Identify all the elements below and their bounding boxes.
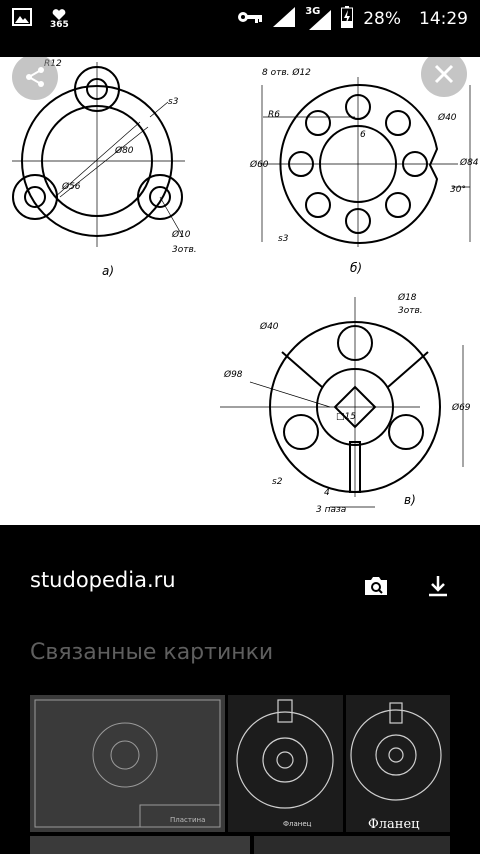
label-s2: s2: [272, 477, 283, 487]
thumb-3-caption: Фланец: [368, 817, 420, 832]
label-d80: Ø80: [114, 145, 134, 156]
related-images-heading: Связанные картинки: [30, 640, 274, 665]
label-d40-c: Ø40: [259, 321, 279, 332]
label-d60: Ø60: [249, 159, 269, 170]
download-icon: [429, 576, 447, 597]
caption-a: а): [102, 264, 114, 278]
clock: 14:29: [419, 9, 468, 29]
label-d10: Ø10: [171, 229, 191, 240]
drawing-c: [220, 297, 464, 508]
related-images-grid: Пластина Фланец Фланец: [30, 695, 450, 854]
heart-365-icon: 365: [50, 8, 69, 30]
drawing-a: [12, 62, 185, 247]
label-four: 4: [324, 488, 330, 498]
label-s3-b: s3: [278, 234, 289, 244]
label-holes-a: 3отв.: [172, 245, 197, 255]
related-thumb-1[interactable]: Пластина: [30, 695, 225, 832]
related-thumb-3[interactable]: Фланец: [346, 695, 450, 832]
key-icon: [237, 9, 263, 29]
battery-charging-icon: [341, 5, 354, 33]
label-d84: Ø84: [459, 157, 479, 168]
related-thumb-2[interactable]: Фланец: [228, 695, 343, 832]
related-thumb-4[interactable]: [30, 836, 250, 854]
label-r6: R6: [268, 110, 280, 120]
label-d56: Ø56: [61, 181, 81, 192]
badge-365: 365: [50, 19, 69, 30]
status-bar: 365 3G 28% 14:29: [0, 0, 480, 38]
signal-icon: [273, 6, 296, 32]
visual-search-button[interactable]: [360, 570, 392, 602]
gallery-icon: [12, 7, 32, 31]
related-thumb-5[interactable]: [254, 836, 450, 854]
label-d18: Ø18: [397, 292, 417, 303]
battery-percent: 28%: [363, 9, 401, 29]
thumb-1-caption: Пластина: [170, 816, 205, 824]
label-d69: Ø69: [451, 402, 471, 413]
close-button[interactable]: [421, 57, 467, 97]
caption-c: в): [404, 493, 416, 507]
share-button[interactable]: [12, 57, 58, 100]
camera-search-icon: [365, 577, 387, 595]
label-slots: 3 паза: [316, 505, 346, 515]
label-d40-b: Ø40: [437, 112, 457, 123]
thumb-2-caption: Фланец: [283, 820, 312, 828]
label-d98: Ø98: [223, 369, 243, 380]
label-angle: 30°: [450, 185, 466, 195]
download-button[interactable]: [422, 570, 454, 602]
label-s3-a: s3: [168, 97, 179, 107]
labels-b: 8 отв. Ø12 R6 Ø40 6 Ø60 Ø84 30° s3 б): [249, 67, 479, 275]
source-link[interactable]: studopedia.ru: [30, 568, 176, 592]
label-sq15: □15: [336, 412, 356, 422]
technical-drawing: R12 s3 Ø80 Ø56 Ø10 3отв. а): [12, 59, 479, 515]
share-icon: [26, 67, 44, 87]
drawing-b: [260, 77, 471, 247]
label-holes-c: 3отв.: [398, 306, 423, 316]
label-six: 6: [360, 130, 366, 140]
source-panel: [0, 525, 480, 685]
network-type: 3G: [305, 6, 321, 17]
caption-b: б): [350, 261, 362, 275]
labels-c: Ø18 3отв. Ø40 Ø98 □15 Ø69 s2 4 3 паза в): [223, 292, 471, 515]
close-icon: [434, 64, 454, 84]
image-viewer[interactable]: R12 s3 Ø80 Ø56 Ø10 3отв. а): [0, 57, 480, 525]
signal-3g-icon: 3G: [305, 6, 332, 30]
label-holes-b: 8 отв. Ø12: [262, 67, 311, 78]
